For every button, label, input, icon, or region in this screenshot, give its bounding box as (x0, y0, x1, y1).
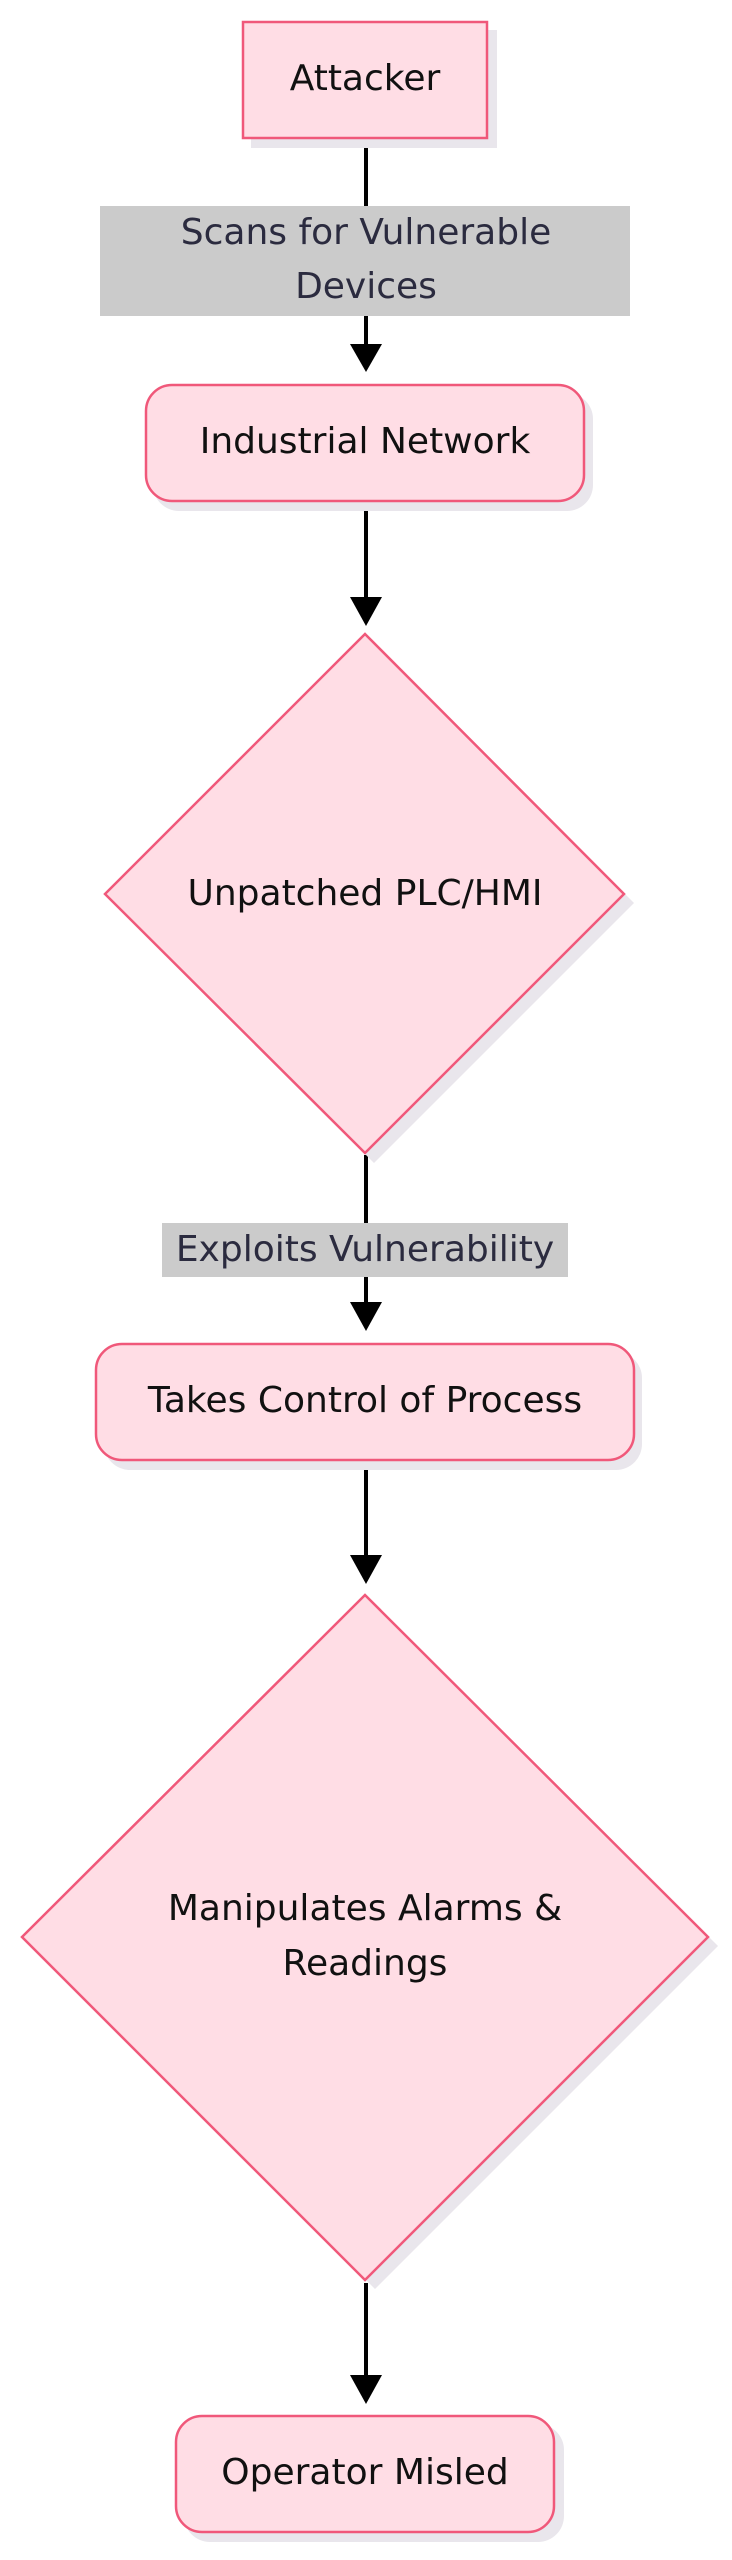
edge-label-exploits: Exploits Vulnerability (162, 1223, 568, 1277)
node-industrial-network: Industrial Network (144, 383, 593, 511)
node-unpatched-plc-hmi: Unpatched PLC/HMI (103, 632, 634, 1163)
node-operator-misled: Operator Misled (174, 2414, 564, 2542)
arrowhead-icon (350, 597, 382, 626)
arrowhead-icon (350, 1302, 382, 1331)
node-manipulates-line1: Manipulates Alarms & (168, 1888, 562, 1929)
edge-label-scans: Scans for Vulnerable Devices (100, 206, 630, 316)
node-attacker: Attacker (241, 20, 497, 148)
arrowhead-icon (350, 1555, 382, 1584)
arrowhead-icon (350, 344, 382, 372)
node-takes-control: Takes Control of Process (94, 1342, 642, 1470)
edge-label-exploits-text: Exploits Vulnerability (176, 1229, 554, 1270)
node-attacker-label: Attacker (290, 58, 441, 99)
node-manipulates-line2: Readings (283, 1943, 448, 1984)
edge-label-scans-line1: Scans for Vulnerable (181, 212, 552, 253)
arrowhead-icon (350, 2375, 382, 2404)
node-manipulates-alarms: Manipulates Alarms & Readings (20, 1593, 718, 2289)
node-industrial-network-label: Industrial Network (200, 421, 531, 462)
node-operator-misled-label: Operator Misled (221, 2452, 508, 2493)
node-takes-control-label: Takes Control of Process (147, 1380, 582, 1421)
node-unpatched-label: Unpatched PLC/HMI (187, 873, 542, 914)
edge-label-scans-line2: Devices (295, 266, 437, 307)
